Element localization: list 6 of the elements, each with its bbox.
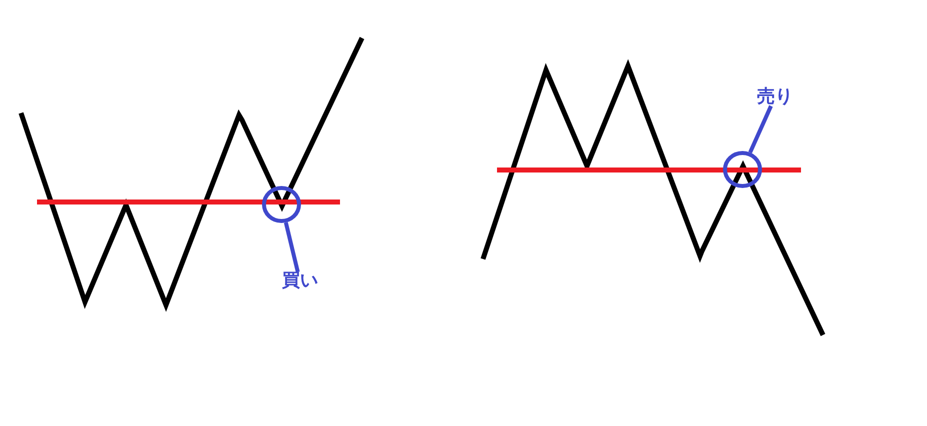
highlight-circle xyxy=(723,151,762,188)
leader-line xyxy=(284,222,300,272)
signal-label: 売り xyxy=(757,88,793,106)
signal-label: 買い xyxy=(282,272,318,290)
leader-line xyxy=(748,105,773,154)
highlight-circle xyxy=(262,186,301,223)
